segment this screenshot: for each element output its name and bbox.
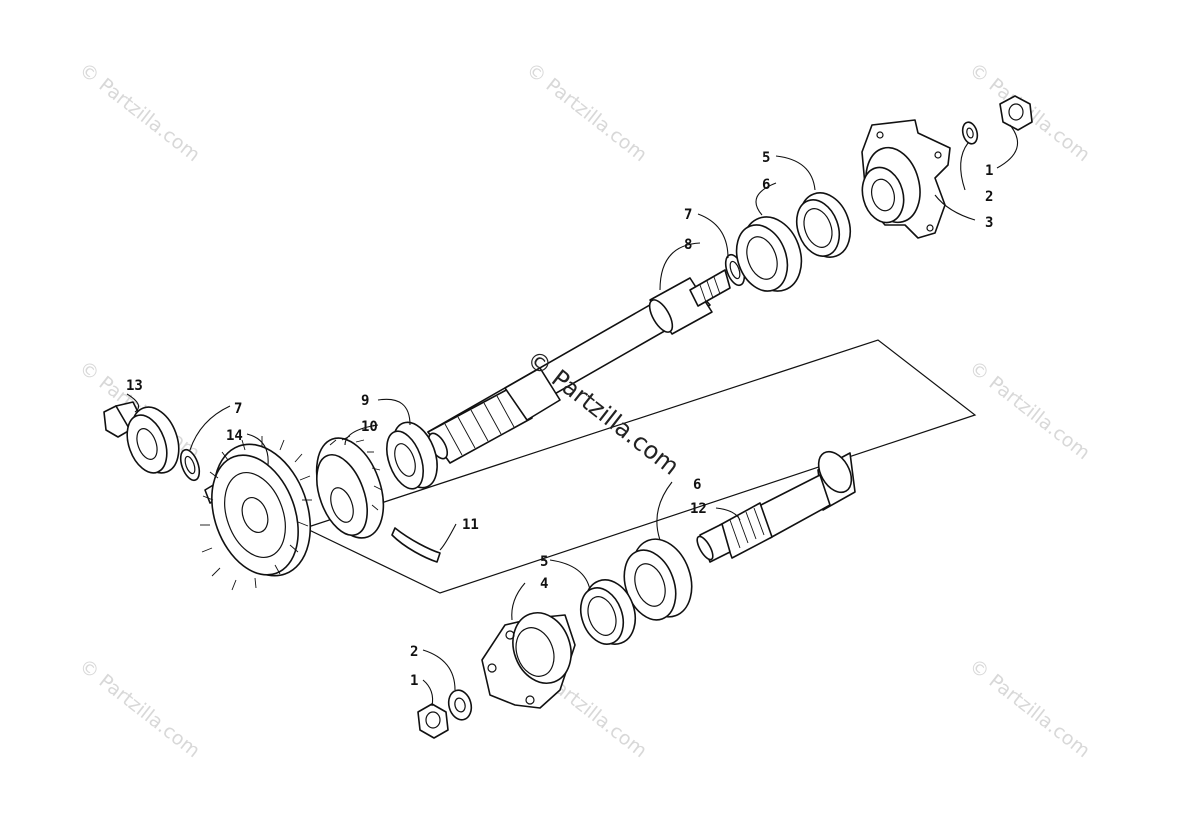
callout-5-upper: 5 <box>762 150 770 166</box>
callout-14: 14 <box>226 428 243 444</box>
callout-7-upper: 7 <box>684 207 692 223</box>
callout-9: 9 <box>361 393 369 409</box>
callout-2-upper: 2 <box>985 189 993 205</box>
nut-part-1-lower <box>417 703 449 739</box>
watermark-bottom-left: © Partzilla.com <box>75 655 204 763</box>
seal-part-5-lower <box>579 579 637 645</box>
bevel-gear-part-10 <box>315 435 385 539</box>
callout-1-upper: 1 <box>985 163 993 179</box>
output-shaft-part-8 <box>427 269 731 464</box>
bearing-part-6-upper <box>735 216 803 292</box>
callout-labels: 1 2 3 5 6 7 8 9 10 11 13 7 14 6 12 5 4 2… <box>126 150 993 689</box>
assembly-reference-frame <box>303 339 977 594</box>
callout-13: 13 <box>126 378 143 394</box>
callout-6-lower: 6 <box>693 477 701 493</box>
snap-ring-part-11 <box>391 527 441 563</box>
watermark-top-left: © Partzilla.com <box>75 59 204 167</box>
callout-5-lower: 5 <box>540 554 548 570</box>
watermark-top-middle: © Partzilla.com <box>522 59 651 167</box>
bearing-part-6-lower <box>623 538 693 621</box>
washer-part-2-lower <box>447 689 473 721</box>
washer-part-2-upper <box>961 121 979 145</box>
bearing-part-9 <box>385 421 438 490</box>
watermark-bottom-right: © Partzilla.com <box>965 655 1094 763</box>
flange-part-3 <box>861 119 951 239</box>
leader-lines <box>126 124 1019 707</box>
callout-7-lower: 7 <box>234 401 242 417</box>
callout-12: 12 <box>690 501 707 517</box>
bearing-left <box>126 406 180 474</box>
seal-part-5-upper <box>795 192 852 258</box>
nut-part-1-upper <box>999 95 1033 131</box>
callout-2-lower: 2 <box>410 644 418 660</box>
watermark-mid-right: © Partzilla.com <box>965 357 1094 465</box>
callout-8: 8 <box>684 237 692 253</box>
callout-10: 10 <box>361 419 378 435</box>
gear-part-14 <box>200 436 312 591</box>
housing-part-4 <box>481 612 576 709</box>
callout-1-lower: 1 <box>410 673 418 689</box>
callout-11: 11 <box>462 517 479 533</box>
input-shaft-part-12 <box>696 450 856 563</box>
callout-4: 4 <box>540 576 548 592</box>
callout-6-upper: 6 <box>762 177 770 193</box>
callout-3: 3 <box>985 215 993 231</box>
